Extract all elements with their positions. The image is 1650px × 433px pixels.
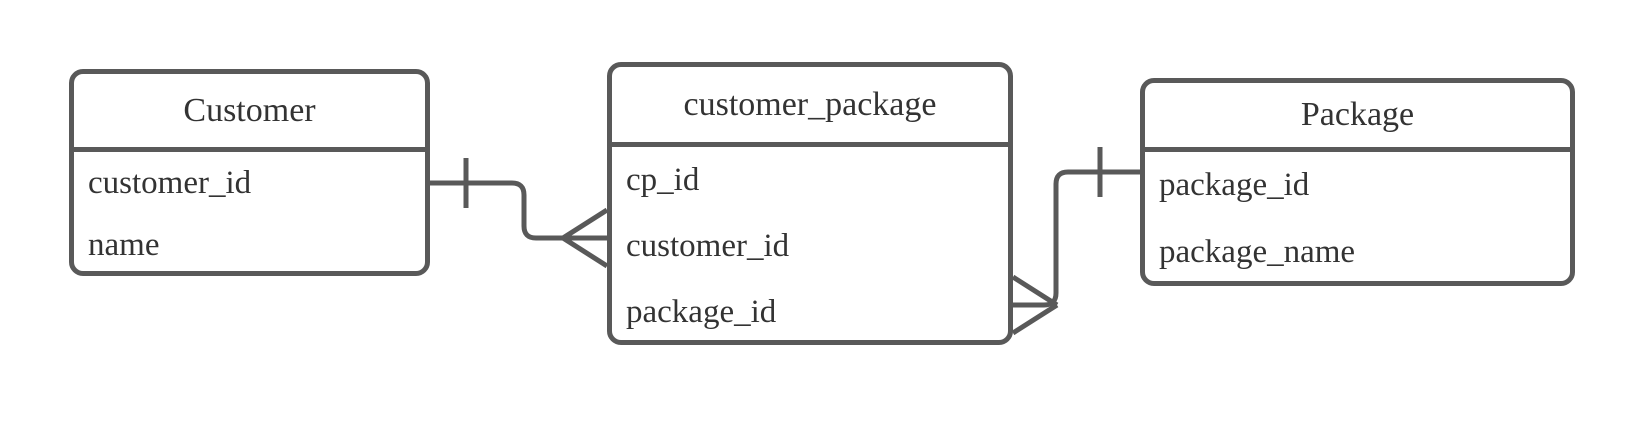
cardinality-many-crowsfoot-customer-package-right — [1011, 274, 1059, 336]
entity-customer-package-field-package-id[interactable]: package_id — [626, 293, 777, 330]
entity-customer-package-fields: cp_id customer_id package_id — [612, 147, 1008, 340]
entity-customer-field-name[interactable]: name — [88, 226, 160, 263]
entity-customer-package-field-cp-id[interactable]: cp_id — [626, 161, 700, 198]
cardinality-many-crowsfoot-customer-package-left — [561, 207, 609, 269]
entity-customer-package[interactable]: customer_package cp_id customer_id packa… — [607, 62, 1013, 345]
entity-package-fields: package_id package_name — [1145, 152, 1570, 281]
entity-package-field-package-name[interactable]: package_name — [1159, 234, 1356, 270]
entity-package-field-package-id[interactable]: package_id — [1159, 167, 1310, 203]
entity-customer-field-customer-id[interactable]: customer_id — [88, 164, 252, 201]
entity-customer-title: Customer — [74, 74, 425, 152]
relationship-customer-to-customer-package — [430, 158, 609, 269]
entity-customer-package-field-customer-id[interactable]: customer_id — [626, 227, 790, 264]
entity-customer[interactable]: Customer customer_id name — [69, 69, 430, 276]
entity-customer-fields: customer_id name — [74, 152, 425, 271]
relationship-line-2 — [1013, 169, 1140, 308]
relationship-line-1 — [430, 180, 607, 241]
entity-package-title: Package — [1145, 83, 1570, 152]
entity-package[interactable]: Package package_id package_name — [1140, 78, 1575, 286]
relationship-package-to-customer-package — [1011, 147, 1140, 336]
entity-customer-package-title: customer_package — [612, 67, 1008, 147]
